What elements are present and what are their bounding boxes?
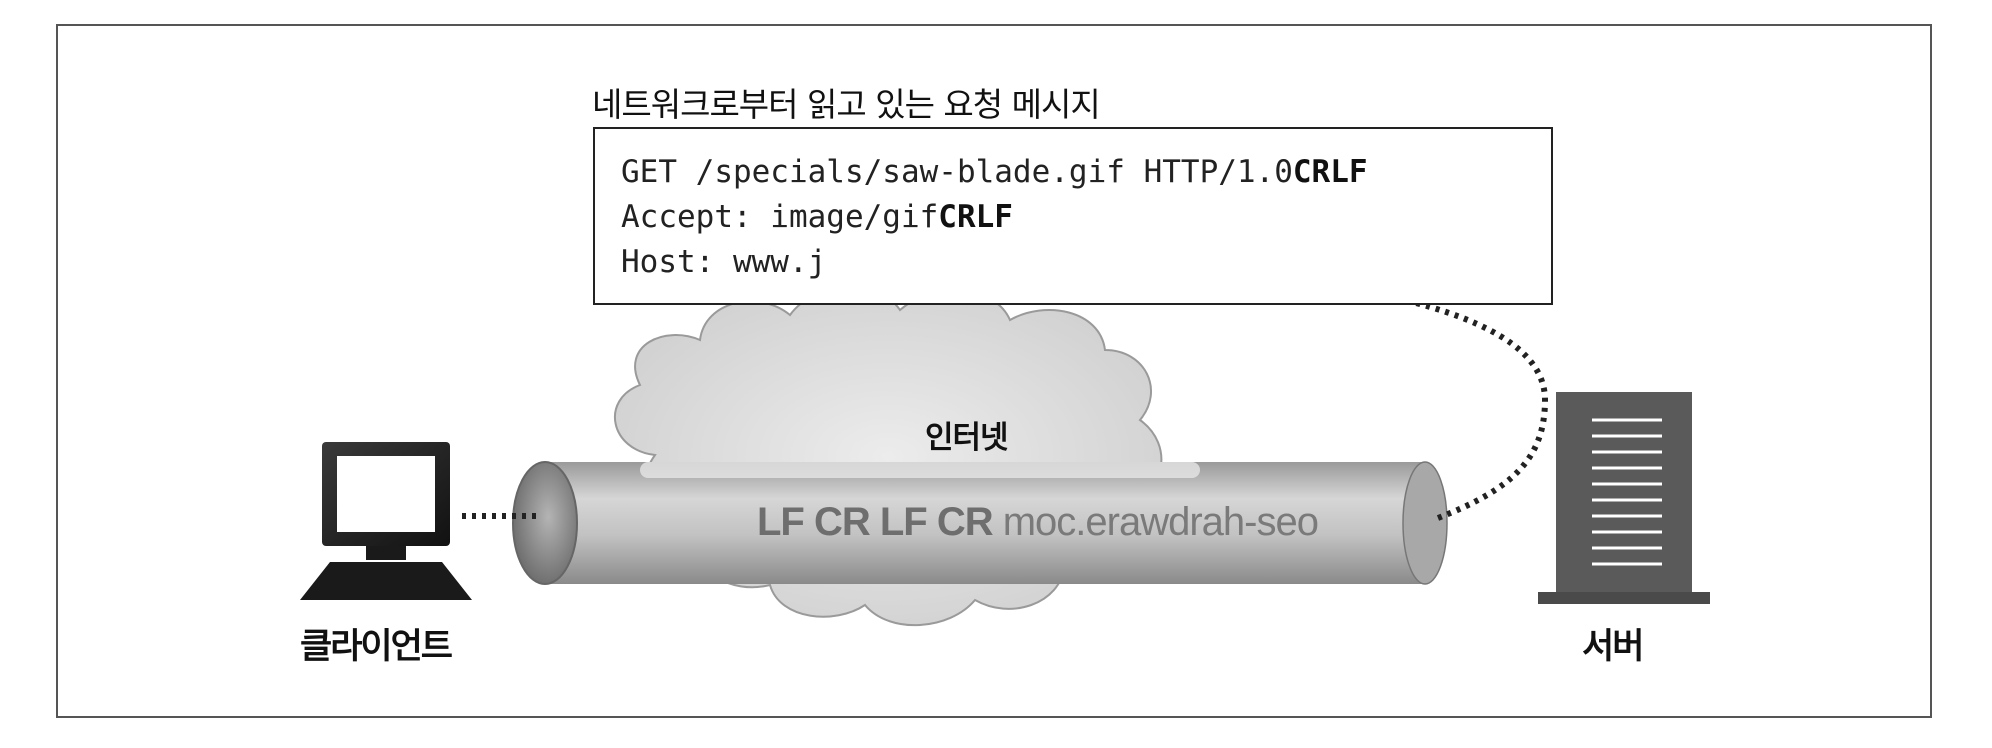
- request-line-2: Accept: image/gifCRLF: [621, 199, 1013, 235]
- computer-icon: [300, 442, 472, 600]
- client-label: 클라이언트: [300, 627, 453, 667]
- server-icon: [1538, 392, 1710, 604]
- server-label: 서버: [1582, 627, 1644, 667]
- request-line-3: Host: www.j: [621, 244, 827, 280]
- internet-label: 인터넷: [925, 420, 1009, 456]
- byte-stream-text: LF CR LF CR moc.erawdrah-seo: [757, 500, 1319, 544]
- diagram-title: 네트워크로부터 읽고 있는 요청 메시지: [592, 85, 1101, 124]
- request-message-box: GET /specials/saw-blade.gif HTTP/1.0CRLF…: [593, 127, 1553, 305]
- request-line-1: GET /specials/saw-blade.gif HTTP/1.0CRLF: [621, 154, 1368, 190]
- network-pipe: [512, 461, 1448, 585]
